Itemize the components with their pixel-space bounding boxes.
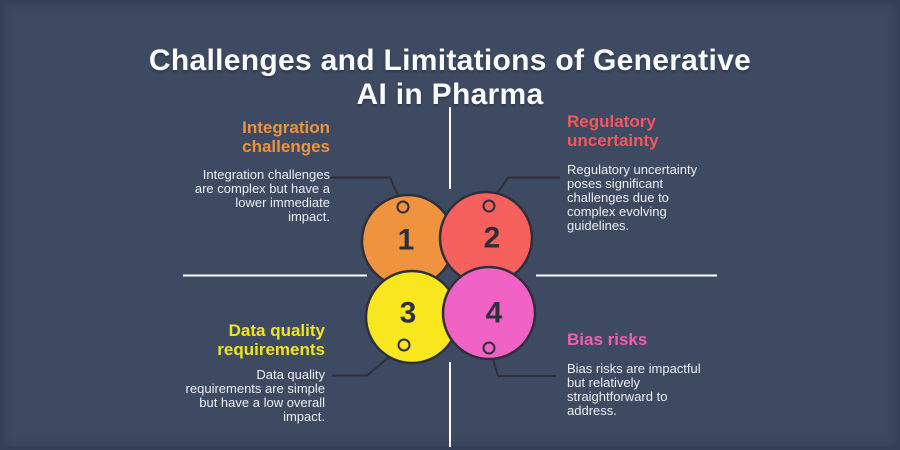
circle-number-4: 4 [486,297,503,330]
circle-number-2: 2 [484,222,501,255]
connector-ring-1 [396,200,410,214]
quadrant-integration-challenges: Integration challenges Integration chall… [138,118,330,224]
venn-circle-4 [441,265,537,361]
quadrant-body-integration: Integration challenges are complex but h… [194,167,330,224]
connector-line-1 [330,176,402,203]
quadrant-bias-risks: Bias risks Bias risks are impactful but … [567,330,747,418]
quadrant-body-data-quality: Data quality requirements are simple but… [185,367,325,424]
quadrant-body-regulatory: Regulatory uncertainty poses significant… [567,162,698,233]
quadrant-heading-integration: Integration challenges [242,118,330,156]
quadrant-regulatory-uncertainty: Regulatory uncertainty Regulatory uncert… [567,112,737,233]
quadrant-data-quality: Data quality requirements Data quality r… [133,321,325,424]
quadrant-heading-bias-risks: Bias risks [567,330,648,349]
quadrant-body-bias-risks: Bias risks are impactful but relatively … [567,361,701,418]
connector-ring-2 [482,199,496,213]
connector-ring-3 [397,338,411,352]
page-title: Challenges and Limitations of Generative… [148,44,752,112]
connector-ring-4 [482,341,496,355]
quadrant-heading-data-quality: Data quality requirements [217,321,325,359]
connector-line-4 [490,352,556,377]
circle-number-1: 1 [398,224,415,257]
circle-number-3: 3 [400,297,417,330]
quadrant-heading-regulatory: Regulatory uncertainty [567,112,659,150]
